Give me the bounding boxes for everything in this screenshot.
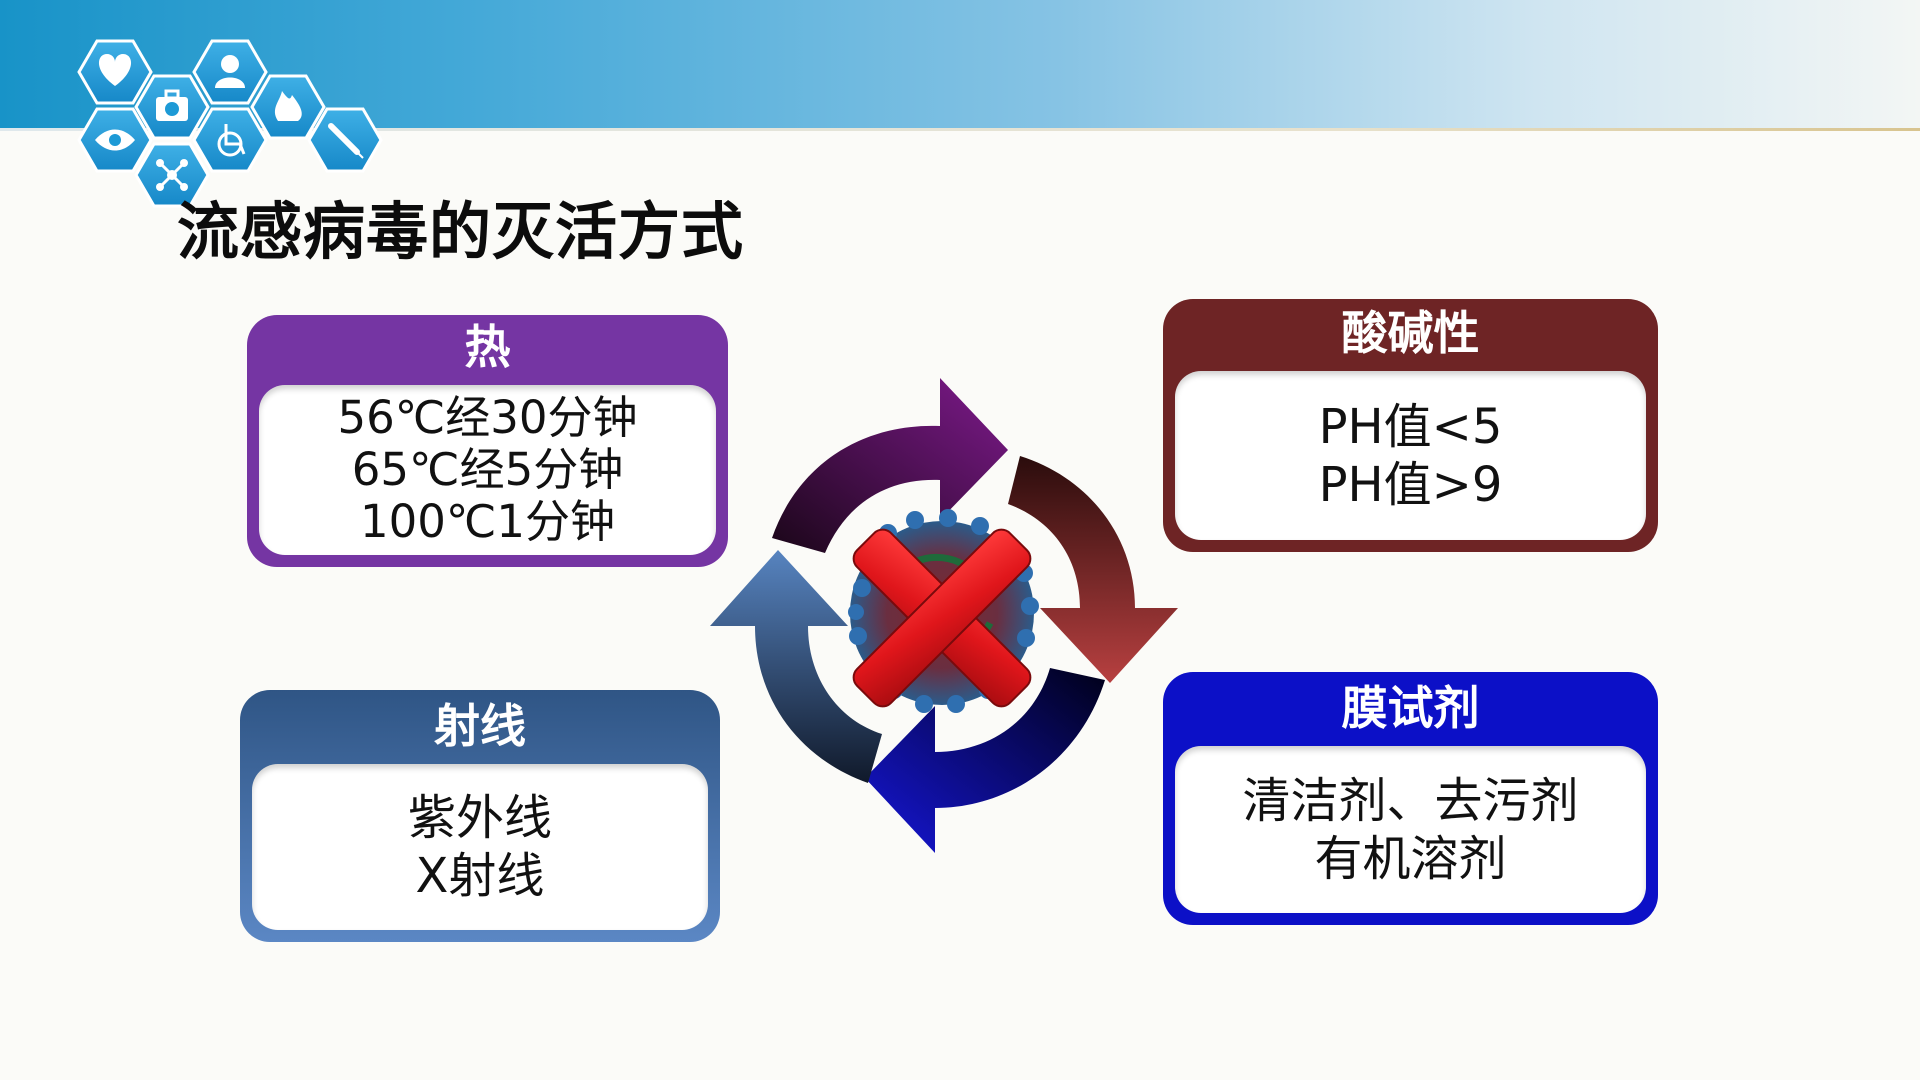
- inactivation-cycle-diagram: [710, 378, 1178, 853]
- syringe-icon: [307, 107, 383, 173]
- molecule-icon: [134, 142, 210, 208]
- card-heat-line: 100℃1分钟: [359, 495, 616, 548]
- card-radiation: 射线 紫外线 X射线: [240, 690, 720, 942]
- card-acid-base-title: 酸碱性: [1341, 306, 1480, 360]
- wheelchair-icon: [192, 107, 268, 173]
- card-radiation-body: 紫外线 X射线: [252, 764, 708, 930]
- cycle-arrow-radiation: [710, 550, 882, 783]
- card-reagent: 膜试剂 清洁剂、去污剂 有机溶剂: [1163, 672, 1658, 925]
- card-acid-base-line: PH值<5: [1318, 398, 1503, 455]
- card-reagent-line: 有机溶剂: [1314, 830, 1507, 887]
- eye-icon: [77, 107, 153, 173]
- header-divider: [0, 128, 1920, 131]
- medical-kit-icon: [134, 74, 210, 140]
- cycle-arrow-reagent: [865, 668, 1105, 853]
- cross-out-icon: [852, 528, 1032, 708]
- card-heat-line: 56℃经30分钟: [337, 391, 638, 444]
- card-acid-base-body: PH值<5 PH值>9: [1175, 371, 1646, 540]
- card-reagent-line: 清洁剂、去污剂: [1242, 772, 1579, 829]
- card-reagent-body: 清洁剂、去污剂 有机溶剂: [1175, 746, 1646, 913]
- heart-icon: [77, 39, 153, 105]
- card-radiation-line: 紫外线: [407, 790, 552, 846]
- medical-icon-cluster: [77, 39, 383, 208]
- person-icon: [192, 39, 268, 105]
- card-acid-base-line: PH值>9: [1318, 456, 1503, 513]
- card-heat: 热 56℃经30分钟 65℃经5分钟 100℃1分钟: [247, 315, 728, 567]
- page-title: 流感病毒的灭活方式: [177, 195, 745, 268]
- card-reagent-title: 膜试剂: [1341, 681, 1480, 735]
- card-heat-body: 56℃经30分钟 65℃经5分钟 100℃1分钟: [259, 385, 716, 555]
- card-heat-title: 热: [464, 320, 511, 374]
- card-radiation-line: X射线: [415, 848, 545, 904]
- cycle-arrow-acid-base: [1008, 456, 1178, 683]
- card-acid-base: 酸碱性 PH值<5 PH值>9: [1163, 299, 1658, 552]
- card-heat-line: 65℃经5分钟: [351, 443, 624, 496]
- fire-icon: [250, 74, 326, 140]
- card-radiation-title: 射线: [434, 699, 526, 753]
